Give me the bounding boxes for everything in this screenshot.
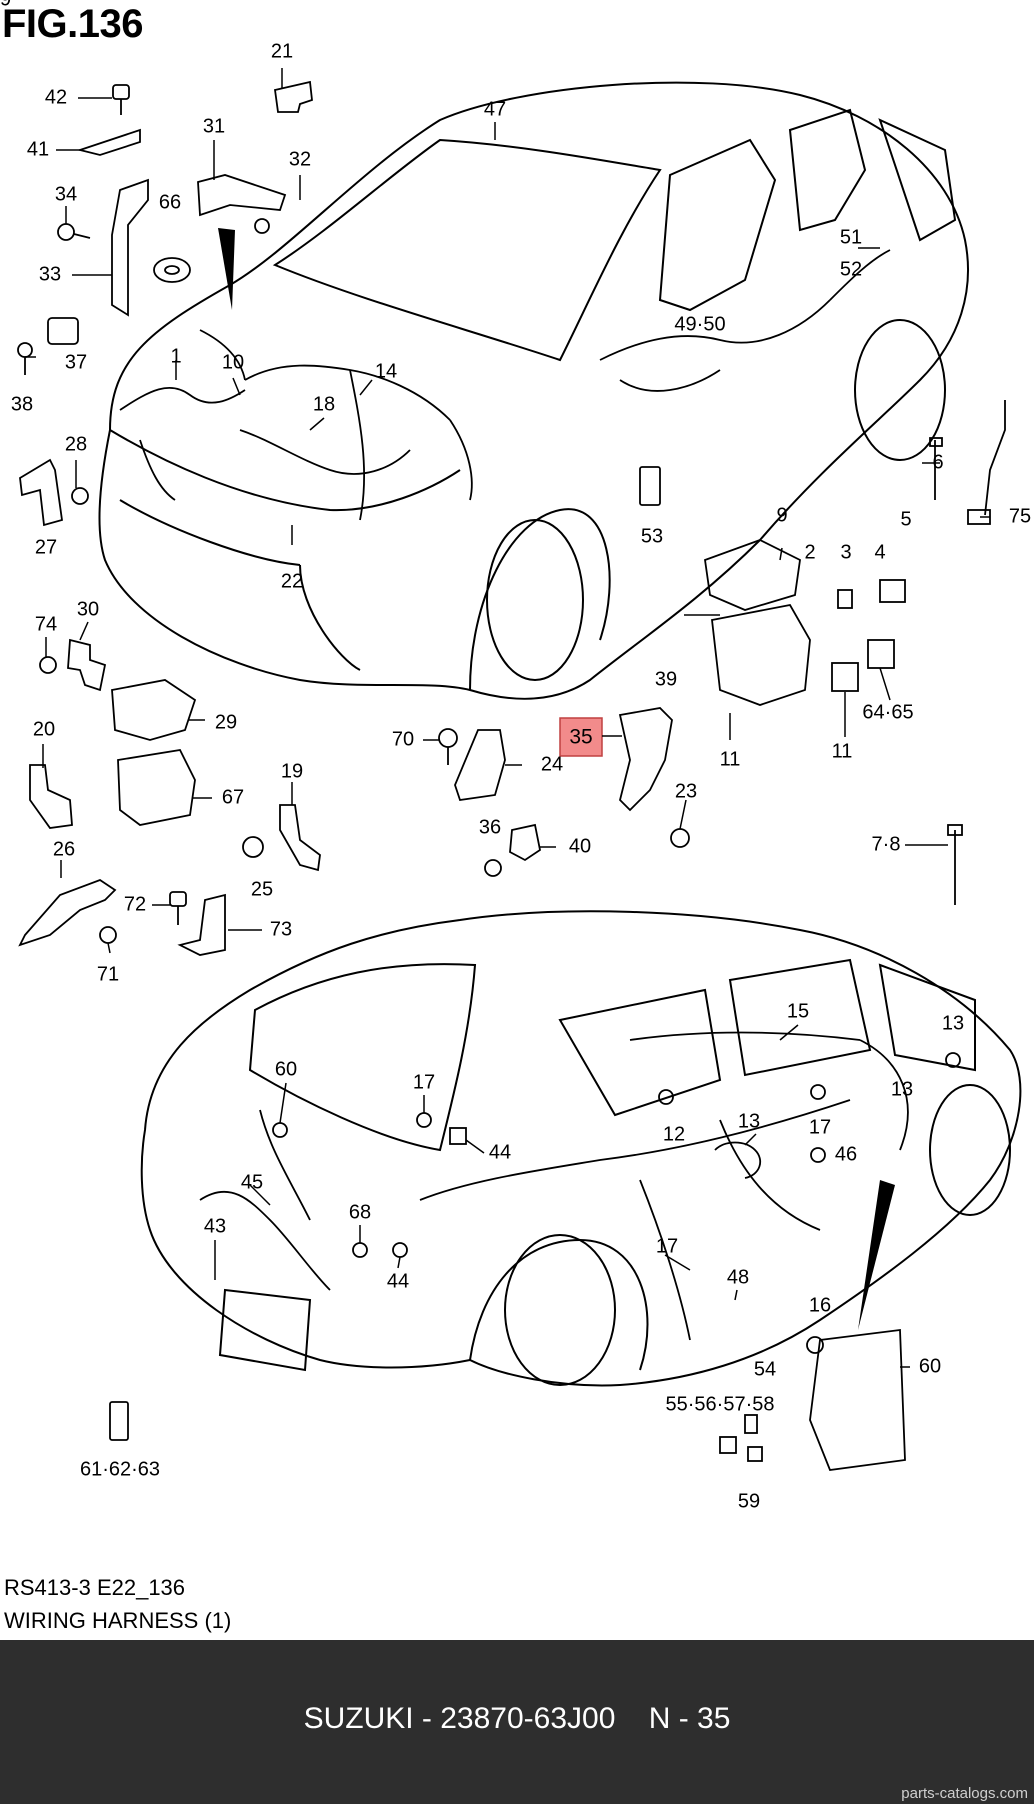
callout-34: 34 (55, 183, 77, 205)
callout-23: 23 (675, 780, 697, 802)
callout-2: 2 (804, 541, 815, 563)
callout-22: 22 (281, 570, 303, 592)
callout-3: 3 (840, 541, 851, 563)
callout-5: 5 (900, 508, 911, 530)
callout-36: 36 (479, 816, 501, 838)
callout-73: 73 (270, 918, 292, 940)
pointer-arrows (218, 228, 895, 1330)
callout-16: 16 (809, 1294, 831, 1316)
figure-code: RS413-3 E22_136 (4, 1575, 186, 1600)
callout-61-62-63: 61·62·63 (80, 1458, 160, 1480)
callout-59: 59 (738, 1490, 760, 1512)
callout-60: 60 (919, 1355, 941, 1377)
wiring-harness-diagram: 4241343338372131326647515249·50110141828… (0, 0, 1031, 1512)
callout-60: 60 (275, 1058, 297, 1080)
callout-67: 67 (222, 786, 244, 808)
parts-glyphs (17, 80, 1006, 1471)
callout-25: 25 (251, 878, 273, 900)
callout-33: 33 (39, 263, 61, 285)
callout-43: 43 (204, 1215, 226, 1237)
callout-31: 31 (203, 115, 225, 137)
callout-55-56-57-58: 55·56·57·58 (666, 1393, 775, 1415)
callout-53: 53 (641, 525, 663, 547)
callout-26: 26 (53, 838, 75, 860)
rear-harness-wires (199, 1031, 909, 1341)
callout-11: 11 (720, 748, 741, 770)
callout-17: 17 (809, 1116, 831, 1138)
callout-28: 28 (65, 433, 87, 455)
callout-1: 1 (170, 345, 181, 367)
callout-29: 29 (215, 711, 237, 733)
callout-20: 20 (33, 718, 55, 740)
rear-car-outline (140, 910, 1022, 1387)
callout-30: 30 (77, 598, 99, 620)
figure-title: FIG.136 (2, 2, 144, 46)
figure-name: WIRING HARNESS (1) (4, 1608, 232, 1633)
site-watermark[interactable]: parts-catalogs.com (901, 1785, 1028, 1802)
callout-21: 21 (271, 40, 293, 62)
callout-68: 68 (349, 1201, 371, 1223)
callout-17: 17 (656, 1235, 678, 1257)
callout-64-65: 64·65 (862, 701, 913, 723)
callout-15: 15 (787, 1000, 809, 1022)
callout-39: 39 (655, 668, 677, 690)
callout-41: 41 (27, 138, 49, 160)
callout-12: 12 (663, 1123, 685, 1145)
callout-71: 71 (97, 963, 119, 985)
callout-13: 13 (942, 1012, 964, 1034)
callout-38: 38 (11, 393, 33, 415)
callout-52: 52 (840, 258, 862, 280)
callout-13: 13 (738, 1110, 760, 1132)
callout-47: 47 (484, 98, 506, 120)
callout-54: 54 (754, 1358, 776, 1380)
callout-18: 18 (313, 393, 335, 415)
part-number-label: SUZUKI - 23870-63J00 N - 35 (303, 1702, 731, 1735)
leader-lines (25, 68, 990, 1368)
callout-51: 51 (840, 226, 862, 248)
callout-4: 4 (874, 541, 885, 563)
callout-44: 44 (387, 1270, 409, 1292)
callout-32: 32 (289, 148, 311, 170)
callout-19: 19 (281, 760, 303, 782)
callout-42: 42 (45, 86, 67, 108)
callout-70: 70 (392, 728, 414, 750)
footer-bar: SUZUKI - 23870-63J00 N - 35 parts-catalo… (0, 1640, 1034, 1804)
callout-72: 72 (124, 893, 146, 915)
callout-35-highlighted[interactable]: 35 (569, 726, 592, 749)
callout-6: 6 (932, 451, 943, 473)
callout-40: 40 (569, 835, 591, 857)
callout-45: 45 (241, 1171, 263, 1193)
highlight-box (559, 717, 603, 757)
front-harness-wires (119, 249, 891, 521)
callout-14: 14 (375, 360, 397, 382)
front-car-outline (98, 81, 969, 700)
callout-10: 10 (222, 351, 244, 373)
callout-17: 17 (413, 1071, 435, 1093)
callout-66: 66 (159, 191, 181, 213)
callout-7-8: 7·8 (872, 833, 901, 855)
callout-48: 48 (727, 1266, 749, 1288)
callout-75: 75 (1009, 505, 1031, 527)
callout-46: 46 (835, 1143, 857, 1165)
callout-27: 27 (35, 536, 57, 558)
callout-24: 24 (541, 753, 563, 775)
callout-49-50: 49·50 (674, 313, 725, 335)
callout-9: 9 (776, 504, 787, 526)
callout-37: 37 (65, 351, 87, 373)
callout-44: 44 (489, 1141, 511, 1163)
callout-13: 13 (891, 1078, 913, 1100)
callout-11: 11 (832, 740, 853, 762)
callout-69: 69 (0, 0, 11, 10)
callout-74: 74 (35, 613, 57, 635)
